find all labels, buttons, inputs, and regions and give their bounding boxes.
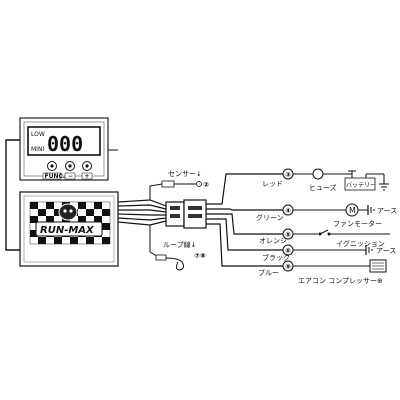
minus-button-label: − (68, 173, 73, 180)
fan-motor-icon: M (345, 203, 359, 217)
wire-black: ブラック ⑥ アース (262, 244, 396, 262)
wire-orange: オレンジ ⑤ イグニッション (259, 228, 390, 248)
battery-icon (344, 170, 389, 191)
fuse-label: ヒューズ (309, 183, 337, 192)
wire-red: レッド ③ ヒューズ バッテリー (262, 168, 389, 192)
sensor-label: センサー↓ (168, 170, 202, 178)
sensor-lead: センサー↓ ② (149, 170, 209, 200)
wire-blue-number: ⑨ (285, 263, 291, 271)
compressor-label: エアコン コンプレッサー⊕ (298, 277, 383, 285)
mini-label: MINI (31, 146, 44, 153)
lcd-digits: 000 (47, 132, 83, 156)
loop-label: ループ線↓ (163, 240, 196, 249)
compressor-icon (369, 259, 387, 273)
wire-black-number: ⑥ (285, 247, 291, 255)
wire-green-color: グリーン (256, 213, 284, 222)
minus-button[interactable]: − (64, 161, 76, 181)
wire-blue-color: ブルー (258, 268, 279, 277)
display-unit: LOW MINI 000 FUNC. − + (19, 117, 109, 181)
wire-blue: ブルー ⑨ エアコン コンプレッサー⊕ (258, 259, 387, 285)
fan-ground-label: アース (377, 207, 397, 215)
func-button-label: FUNC. (45, 173, 66, 180)
black-ground-label: アース (376, 247, 396, 255)
func-button[interactable]: FUNC. (42, 161, 66, 181)
loop-lead: ループ線↓ ⑦⑧ (149, 225, 206, 271)
wire-black-color: ブラック (262, 253, 290, 262)
fan-motor-label: ファンモーター (333, 219, 382, 228)
wire-green-number: ④ (285, 207, 291, 215)
wire-red-color: レッド (262, 180, 283, 188)
main-connector (165, 199, 207, 229)
ground-icon (367, 205, 375, 215)
plus-button-label: + (85, 173, 90, 180)
wire-bundle (117, 199, 167, 226)
svg-text:M: M (349, 206, 356, 215)
ground-icon (365, 245, 373, 255)
loop-number: ⑦⑧ (194, 252, 206, 260)
wire-red-number: ③ (285, 171, 291, 179)
checkered-flag-logo: RUN-MAX (29, 201, 111, 245)
plus-button[interactable]: + (81, 161, 93, 181)
ignition-switch-icon (318, 229, 331, 236)
battery-label: バッテリー (346, 182, 376, 189)
wire-green: グリーン ④ M アース ファンモーター (256, 203, 397, 228)
controller-unit: RUN-MAX (19, 191, 119, 267)
sensor-number: ② (203, 181, 209, 189)
ignition-label: イグニッション (336, 239, 385, 248)
low-label: LOW (31, 131, 45, 138)
runmax-logo-text: RUN-MAX (40, 225, 95, 236)
wire-orange-color: オレンジ (259, 237, 287, 245)
display-cable (5, 139, 20, 251)
output-wires (206, 173, 283, 267)
fuse-icon (312, 168, 324, 180)
wire-orange-number: ⑤ (285, 231, 291, 239)
